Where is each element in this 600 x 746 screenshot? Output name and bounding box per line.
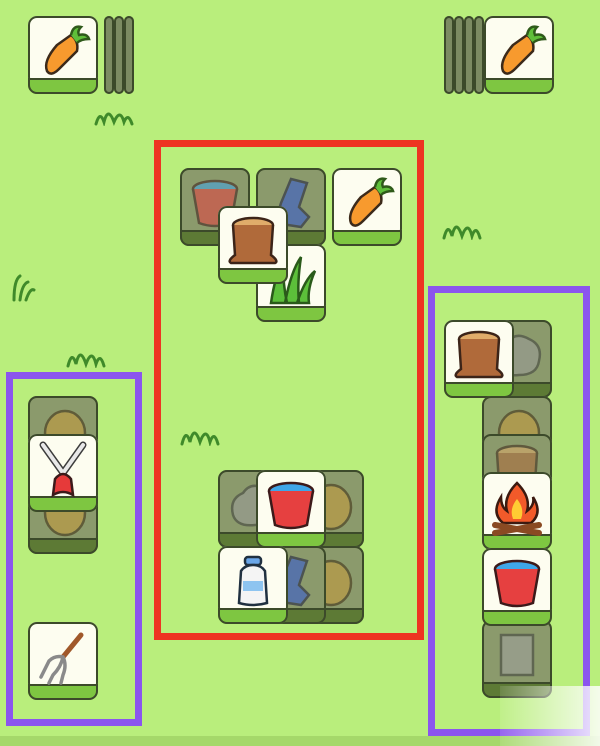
stack-edge [124, 16, 134, 94]
campfire-icon [492, 481, 542, 536]
stack-edge [104, 16, 114, 94]
tile-bucket-right[interactable] [482, 548, 552, 630]
tile-carrot-center[interactable] [332, 168, 402, 250]
stump-icon [228, 216, 278, 265]
grass-tuft-icon [180, 431, 220, 446]
tile-bucket-right[interactable] [482, 620, 552, 702]
grass-tuft-icon [442, 225, 482, 240]
carrot-icon [500, 25, 547, 75]
stack-edge [464, 16, 474, 94]
stack-edge [114, 16, 124, 94]
tile-pitchfork[interactable] [28, 622, 98, 704]
carrot-icon [44, 25, 91, 75]
bucket-icon [267, 481, 315, 530]
bottom-edge [0, 736, 600, 746]
watermark-overlay [500, 686, 600, 746]
highlight-frame-red [154, 140, 424, 640]
tile-bucket-lower[interactable] [256, 470, 326, 552]
tile-carrot-top-right[interactable] [484, 16, 554, 98]
grass-tuft-icon [12, 274, 36, 302]
stack-edge [474, 16, 484, 94]
highlight-frame-purple-left [6, 372, 142, 726]
tile-shears[interactable] [28, 434, 98, 516]
shears-icon [39, 441, 87, 498]
tile-stump-center[interactable] [218, 206, 288, 288]
tile-milk[interactable] [218, 546, 288, 628]
milk-bottle-icon [237, 555, 269, 607]
tile-carrot-top-left[interactable] [28, 16, 98, 98]
tile-stump-right[interactable] [444, 320, 514, 402]
bucket-icon [499, 633, 535, 677]
stack-edge [444, 16, 454, 94]
grass-tuft-icon [94, 112, 134, 126]
carrot-icon [348, 177, 395, 227]
tile-campfire[interactable] [482, 472, 552, 554]
grass-tuft-icon [66, 353, 106, 368]
pitchfork-icon [39, 632, 84, 685]
bucket-icon [493, 559, 541, 608]
stack-edge [454, 16, 464, 94]
stump-icon [454, 330, 504, 379]
